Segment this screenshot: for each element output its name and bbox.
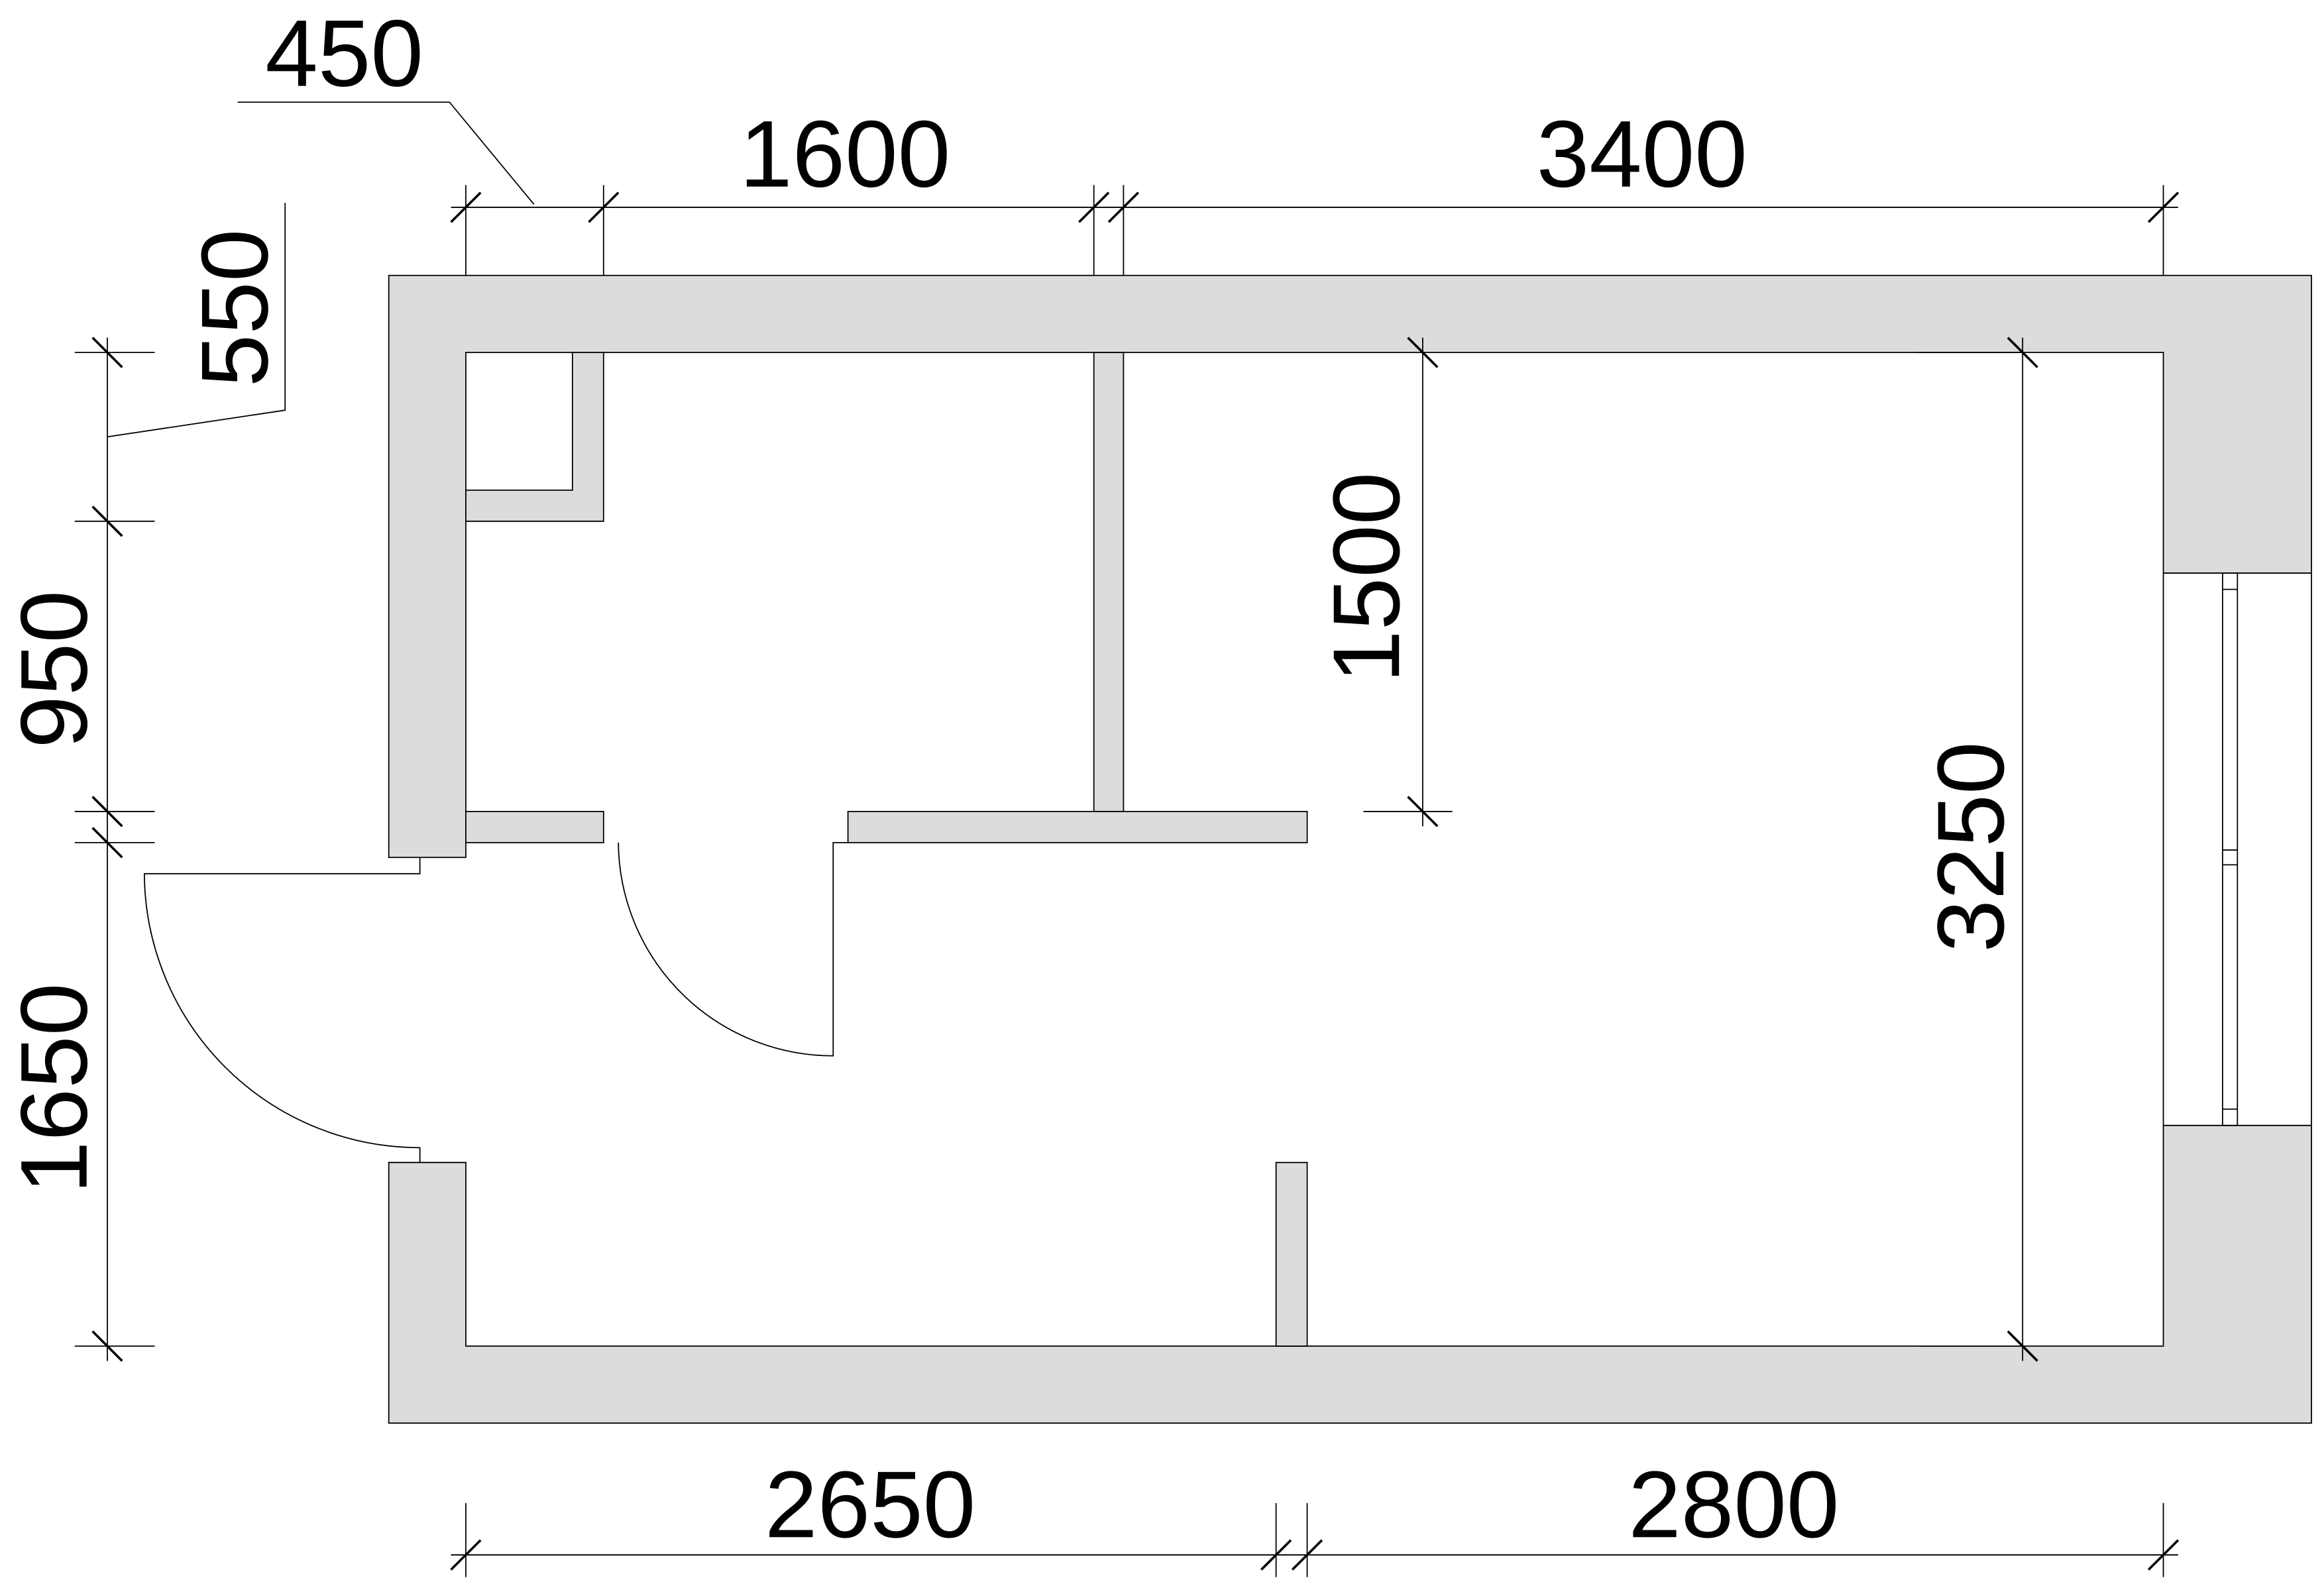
stub-wall bbox=[1275, 1161, 1308, 1347]
bottom-dimension-line: 2650 2800 bbox=[450, 1452, 2180, 1577]
dim-1650: 1650 bbox=[2, 983, 107, 1194]
dim-2650: 2650 bbox=[765, 1452, 975, 1558]
dim-2800: 2800 bbox=[1628, 1452, 1839, 1558]
dim-1500: 1500 bbox=[1314, 472, 1419, 683]
dim-450: 450 bbox=[265, 1, 423, 107]
dim-1600: 1600 bbox=[740, 102, 950, 207]
hall-wall-right bbox=[847, 811, 1308, 843]
partition-wall bbox=[1093, 352, 1125, 812]
hall-wall-left bbox=[465, 811, 604, 843]
inner-dimension-1500: 1500 bbox=[1314, 337, 1453, 827]
doors bbox=[143, 841, 848, 1163]
interior-walls bbox=[465, 352, 1308, 1347]
dim-3250: 3250 bbox=[1918, 741, 2024, 952]
window bbox=[2162, 572, 2312, 1126]
inner-dimension-3250: 3250 bbox=[1918, 337, 2038, 1362]
top-dimension-line: 450 1600 3400 bbox=[237, 1, 2180, 276]
left-dimension-line: 550 950 1650 bbox=[2, 203, 288, 1362]
bathroom-niche-wall bbox=[465, 352, 604, 522]
top-and-left-wall bbox=[388, 274, 2312, 859]
bathroom-door-icon bbox=[618, 841, 848, 1057]
dim-3400: 3400 bbox=[1537, 102, 1747, 207]
dim-950: 950 bbox=[2, 590, 107, 749]
exterior-walls bbox=[388, 274, 2312, 1424]
entry-door-icon bbox=[143, 857, 421, 1163]
dim-550: 550 bbox=[182, 229, 288, 388]
